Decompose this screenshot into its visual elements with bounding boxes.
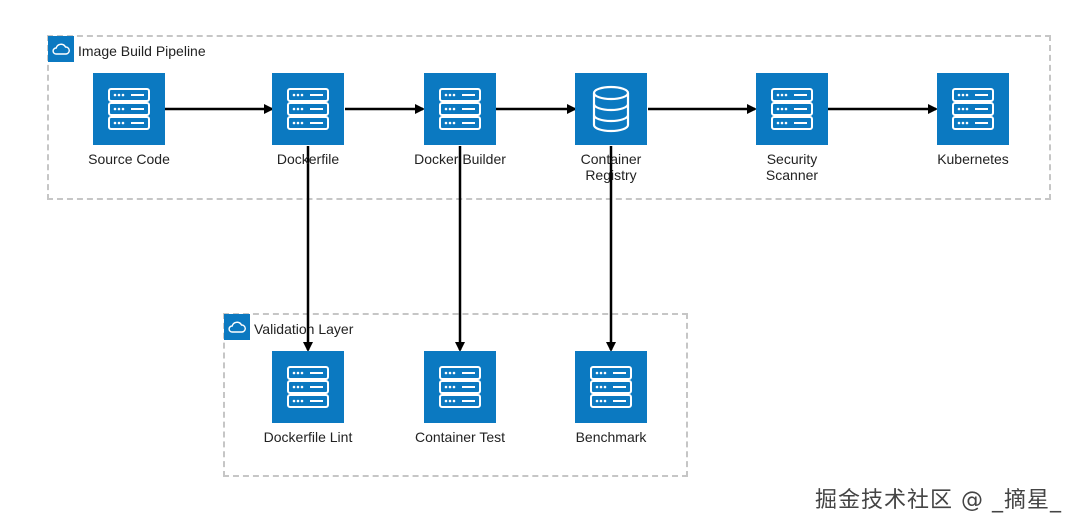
database-icon — [592, 85, 630, 133]
server-icon — [590, 366, 632, 408]
group-validation-layer — [223, 313, 688, 477]
group-image-build-pipeline — [47, 35, 1051, 200]
node-label-kubernetes: Kubernetes — [937, 151, 1009, 167]
node-label-docker-builder: Docker Builder — [414, 151, 506, 167]
cloud-icon — [48, 36, 74, 62]
cloud-icon — [224, 314, 250, 340]
node-label-benchmark: Benchmark — [575, 429, 647, 445]
watermark-text: 掘金技术社区 @ _摘星_ — [815, 488, 1062, 513]
node-dockerfile[interactable] — [272, 73, 344, 145]
node-container-registry[interactable] — [575, 73, 647, 145]
server-icon — [287, 88, 329, 130]
node-label-dockerfile-lint: Dockerfile Lint — [263, 429, 353, 445]
server-icon — [439, 366, 481, 408]
group-label-validation-layer: Validation Layer — [254, 321, 354, 337]
node-benchmark[interactable] — [575, 351, 647, 423]
node-source-code[interactable] — [93, 73, 165, 145]
node-kubernetes[interactable] — [937, 73, 1009, 145]
node-label-security-scanner: Security Scanner — [765, 151, 819, 183]
node-label-dockerfile: Dockerfile — [276, 151, 340, 167]
server-icon — [108, 88, 150, 130]
server-icon — [952, 88, 994, 130]
node-security-scanner[interactable] — [756, 73, 828, 145]
server-icon — [287, 366, 329, 408]
server-icon — [771, 88, 813, 130]
node-dockerfile-lint[interactable] — [272, 351, 344, 423]
node-label-container-test: Container Test — [414, 429, 505, 445]
node-docker-builder[interactable] — [424, 73, 496, 145]
node-label-container-registry: Container Registry — [580, 151, 642, 183]
node-container-test[interactable] — [424, 351, 496, 423]
server-icon — [439, 88, 481, 130]
group-label-image-build-pipeline: Image Build Pipeline — [78, 43, 206, 59]
node-label-source-code: Source Code — [88, 151, 170, 167]
